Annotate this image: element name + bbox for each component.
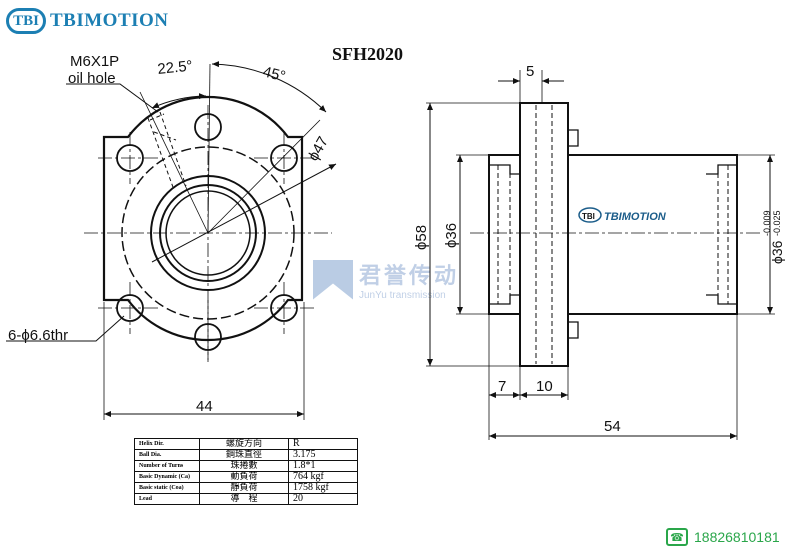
- phone-number: 18826810181: [694, 529, 780, 545]
- spec-cell-en: Number of Turns: [134, 460, 200, 472]
- oil-hole-spec: M6X1P: [70, 53, 119, 70]
- angle-small-label: 22.5°: [157, 57, 194, 78]
- spec-cell-cn: 珠捲數: [199, 460, 289, 472]
- svg-text:TBI: TBI: [582, 212, 595, 221]
- spec-cell-en: Ball Dia.: [134, 449, 200, 461]
- spec-cell-val: 764 kgf: [288, 471, 358, 483]
- brand-name: TBIMOTION: [50, 10, 169, 31]
- nut-logo: TBI TBIMOTION: [578, 207, 667, 223]
- outer-diameter-label: ϕ58: [413, 225, 430, 250]
- brand-badge: TBI: [6, 8, 46, 34]
- spec-cell-cn: 螺旋方向: [199, 438, 289, 450]
- fit-tolerance-lower: -0.025: [772, 210, 782, 236]
- body-diameter-label: ϕ36: [443, 223, 460, 248]
- spec-cell-val: 20: [288, 493, 358, 505]
- spec-cell-en: Basic Dynamic (Ca): [134, 471, 200, 483]
- spec-cell-val: 1758 kgf: [288, 482, 358, 494]
- fit-tolerance-upper: -0.009: [762, 210, 772, 236]
- model-title: SFH2020: [332, 44, 404, 64]
- phone-contact: ☎ 18826810181: [666, 528, 780, 546]
- oil-hole: [147, 111, 187, 191]
- nut-body: [488, 154, 738, 315]
- spec-cell-cn: 動負荷: [199, 471, 289, 483]
- side-view: [426, 70, 775, 440]
- angle-large-label: 45°: [261, 63, 287, 85]
- spec-cell-val: 1.8*1: [288, 460, 358, 472]
- spec-cell-en: Lead: [134, 493, 200, 505]
- holes-label: 6-ϕ6.6thr: [8, 327, 68, 344]
- length-label: 54: [604, 418, 621, 435]
- fit-diameter-label: ϕ36: [769, 240, 785, 264]
- segment2-label: 10: [536, 378, 553, 395]
- spec-cell-en: Basic static (Coa): [134, 482, 200, 494]
- width-label: 44: [196, 398, 213, 415]
- spec-cell-val: R: [288, 438, 358, 450]
- nut-logo-text: TBIMOTION: [604, 211, 667, 223]
- oil-hole-caption: oil hole: [68, 70, 116, 87]
- front-view: [6, 61, 337, 420]
- flange-thickness-label: 5: [526, 63, 534, 80]
- watermark-cn: 君誉传动: [359, 264, 460, 289]
- segment1-label: 7: [498, 378, 506, 395]
- spec-cell-cn: 靜負荷: [199, 482, 289, 494]
- watermark: 君誉传动 JunYu transmission: [313, 258, 459, 301]
- brand-logo: TBI TBIMOTION: [6, 6, 169, 36]
- phone-icon: ☎: [666, 528, 688, 546]
- spec-cell-val: 3.175: [288, 449, 358, 461]
- flange-rect: [519, 102, 569, 367]
- watermark-en: JunYu transmission: [359, 290, 446, 301]
- spec-cell-en: Helix Dir.: [134, 438, 200, 450]
- spec-cell-cn: 導 程: [199, 493, 289, 505]
- pcd-label: ϕ47: [305, 134, 332, 164]
- spec-cell-cn: 鋼珠直徑: [199, 449, 289, 461]
